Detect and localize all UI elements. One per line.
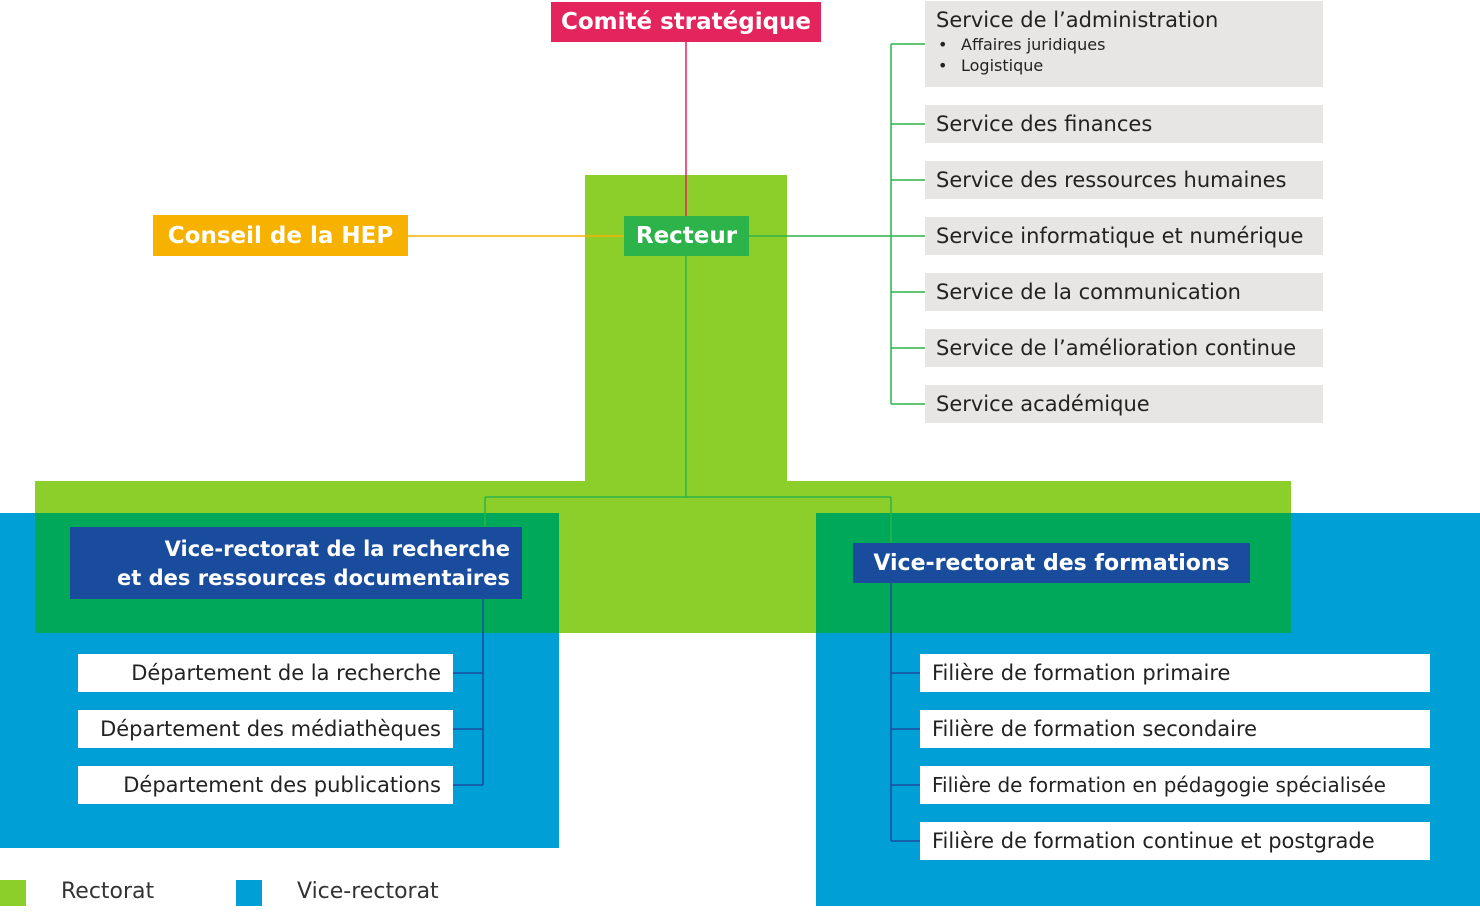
legend-rectorat-label: Rectorat	[61, 879, 155, 904]
service-rh-box: Service des ressources humaines	[925, 161, 1323, 199]
service-administration-box: Service de l’administration Affaires jur…	[925, 1, 1323, 87]
filiere-continue-box: Filière de formation continue et postgra…	[920, 822, 1430, 860]
service-academique-label: Service académique	[936, 392, 1150, 416]
filiere-primaire-box: Filière de formation primaire	[920, 654, 1430, 692]
recteur-label: Recteur	[635, 223, 738, 249]
legend-vice-rectorat-swatch	[236, 880, 262, 906]
filiere-secondaire-label: Filière de formation secondaire	[932, 717, 1258, 741]
service-academique-box: Service académique	[925, 385, 1323, 423]
service-amelioration-label: Service de l’amélioration continue	[936, 336, 1297, 360]
recteur-box: Recteur	[624, 216, 749, 256]
departement-publications-label: Département des publications	[123, 773, 441, 797]
filiere-pedagogie-box: Filière de formation en pédagogie spécia…	[920, 766, 1430, 804]
filiere-continue-label: Filière de formation continue et postgra…	[932, 829, 1375, 853]
departement-recherche-label: Département de la recherche	[131, 661, 441, 685]
filiere-secondaire-box: Filière de formation secondaire	[920, 710, 1430, 748]
service-administration-list: Affaires juridiques Logistique	[936, 34, 1323, 76]
vice-rectorat-recherche-label-line2: et des ressources documentaires	[117, 566, 510, 590]
comite-strategique-box: Comité stratégique	[551, 2, 821, 42]
vice-rectorat-recherche-label-line1: Vice-rectorat de la recherche	[164, 537, 510, 561]
legend-rectorat-swatch	[0, 880, 26, 906]
departement-mediatheques-box: Département des médiathèques	[78, 710, 453, 748]
departement-mediatheques-label: Département des médiathèques	[100, 717, 441, 741]
service-informatique-label: Service informatique et numérique	[936, 224, 1304, 248]
service-finances-label: Service des finances	[936, 112, 1153, 136]
service-administration-item: Affaires juridiques	[936, 34, 1323, 55]
legend-vice-rectorat-label: Vice-rectorat	[297, 879, 439, 904]
conseil-hep-label: Conseil de la HEP	[167, 222, 394, 249]
vice-rectorat-recherche-box: Vice-rectorat de la recherche et des res…	[70, 527, 522, 599]
filiere-primaire-label: Filière de formation primaire	[932, 661, 1231, 685]
service-informatique-box: Service informatique et numérique	[925, 217, 1323, 255]
service-administration-item: Logistique	[936, 55, 1323, 76]
service-finances-box: Service des finances	[925, 105, 1323, 143]
service-rh-label: Service des ressources humaines	[936, 168, 1287, 192]
vice-rectorat-formations-box: Vice-rectorat des formations	[853, 543, 1250, 583]
departement-recherche-box: Département de la recherche	[78, 654, 453, 692]
vice-rectorat-formations-label: Vice-rectorat des formations	[873, 550, 1230, 576]
conseil-hep-box: Conseil de la HEP	[153, 215, 408, 256]
service-administration-label: Service de l’administration	[936, 8, 1219, 32]
service-communication-label: Service de la communication	[936, 280, 1241, 304]
service-communication-box: Service de la communication	[925, 273, 1323, 311]
service-amelioration-box: Service de l’amélioration continue	[925, 329, 1323, 367]
departement-publications-box: Département des publications	[78, 766, 453, 804]
filiere-pedagogie-label: Filière de formation en pédagogie spécia…	[932, 773, 1386, 797]
comite-strategique-label: Comité stratégique	[560, 9, 812, 35]
